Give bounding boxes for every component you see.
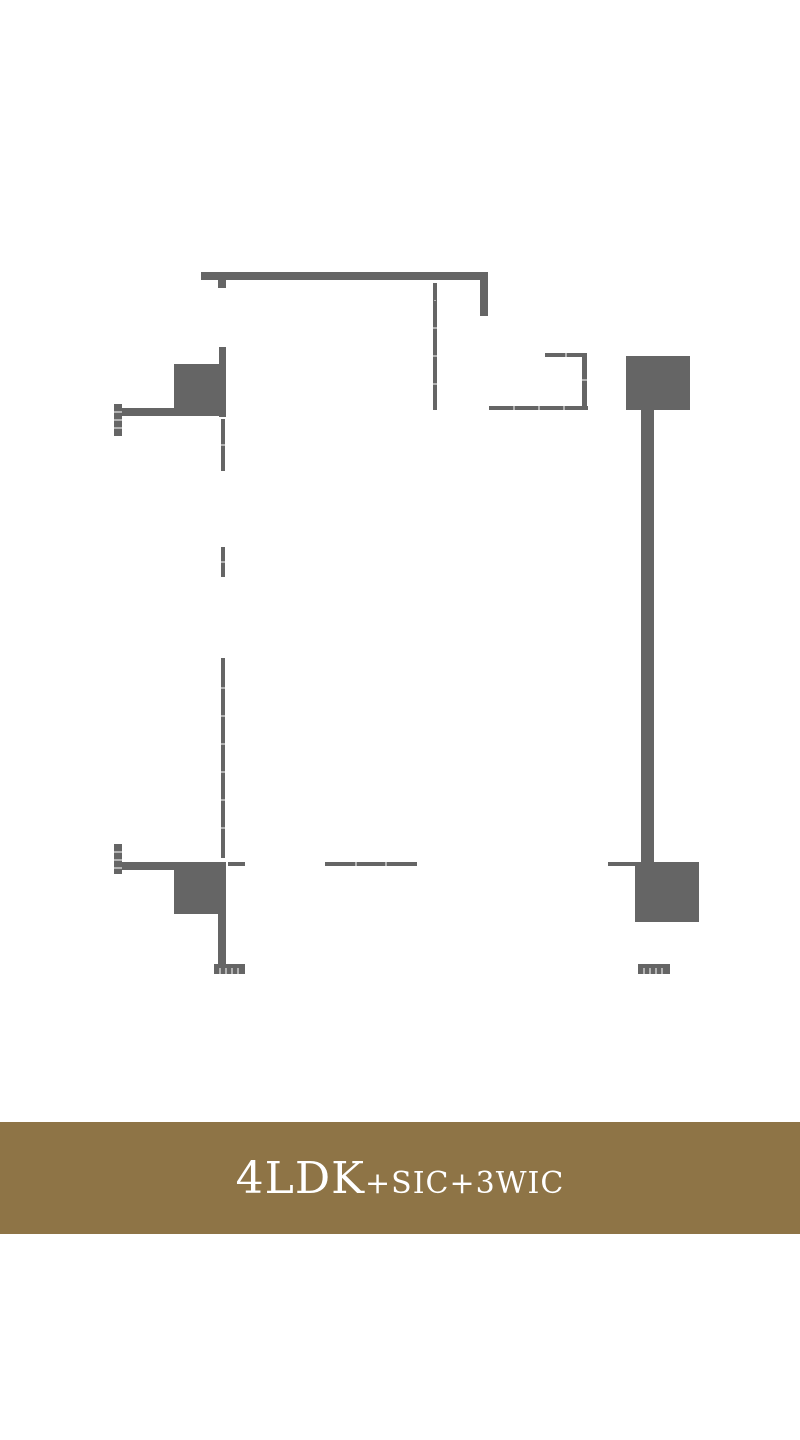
layout-type-banner: 4LDK+SIC+3WIC [0,1122,800,1234]
left-window-segment [221,658,225,858]
top-wall [201,272,488,280]
left-lower-balcony-rail [120,862,176,870]
left-lower-column [174,862,226,914]
floor-plan [114,272,699,974]
floor-plan-drawing [114,272,699,974]
right-long-wall [641,408,654,864]
left-upper-column [174,364,226,416]
bottom-inner-wall-stub [228,862,245,866]
right-lower-wall-stub [608,862,638,866]
layout-extra-text: +SIC+3WIC [365,1165,565,1201]
wall-segments [114,272,699,974]
left-upper-balcony-rail [120,408,176,416]
layout-main-text: 4LDK [235,1152,365,1204]
left-lower-balcony-rail-end [114,844,122,874]
inner-wall-vertical [582,356,587,409]
left-lower-wall-stub [218,912,226,966]
right-lower-column [635,862,699,922]
top-left-wall-stub [218,280,226,288]
inner-partition [433,283,437,410]
top-right-wall-end [480,272,488,316]
bottom-left-pad [214,964,245,974]
bottom-right-pad [638,964,670,974]
right-upper-column [626,356,690,410]
bottom-inner-wall [325,862,417,866]
wall-ticks [114,300,663,974]
layout-type-label: 4LDK+SIC+3WIC [236,1153,565,1204]
